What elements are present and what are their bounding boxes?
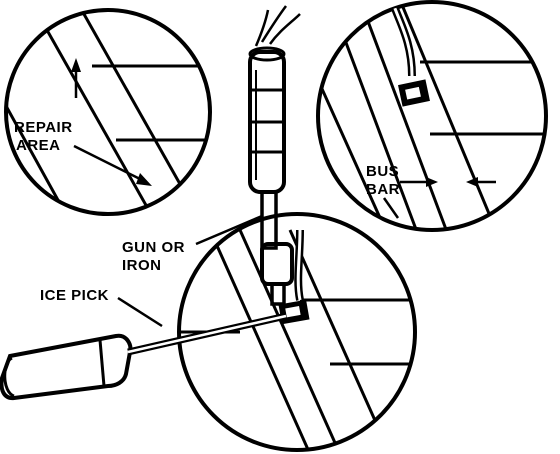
- ice-pick-label: ICE PICK: [40, 287, 109, 304]
- repair-area-label-line1: REPAIR: [14, 119, 73, 136]
- bus-bar-detail-circle: BUS BAR: [316, 0, 548, 232]
- soldering-iron: GUN OR IRON: [122, 5, 301, 306]
- repair-area-label-line2: AREA: [16, 137, 61, 154]
- ice-pick: ICE PICK: [0, 287, 287, 401]
- gun-or-iron-label-line1: GUN OR: [122, 239, 185, 256]
- bus-bar-label-line2: BAR: [366, 181, 400, 198]
- repair-area-detail-circle: REPAIR AREA: [4, 8, 212, 216]
- soldering-detail-circle: [177, 212, 417, 452]
- bus-bar-label-line1: BUS: [366, 163, 399, 180]
- gun-or-iron-label-line2: IRON: [122, 257, 162, 274]
